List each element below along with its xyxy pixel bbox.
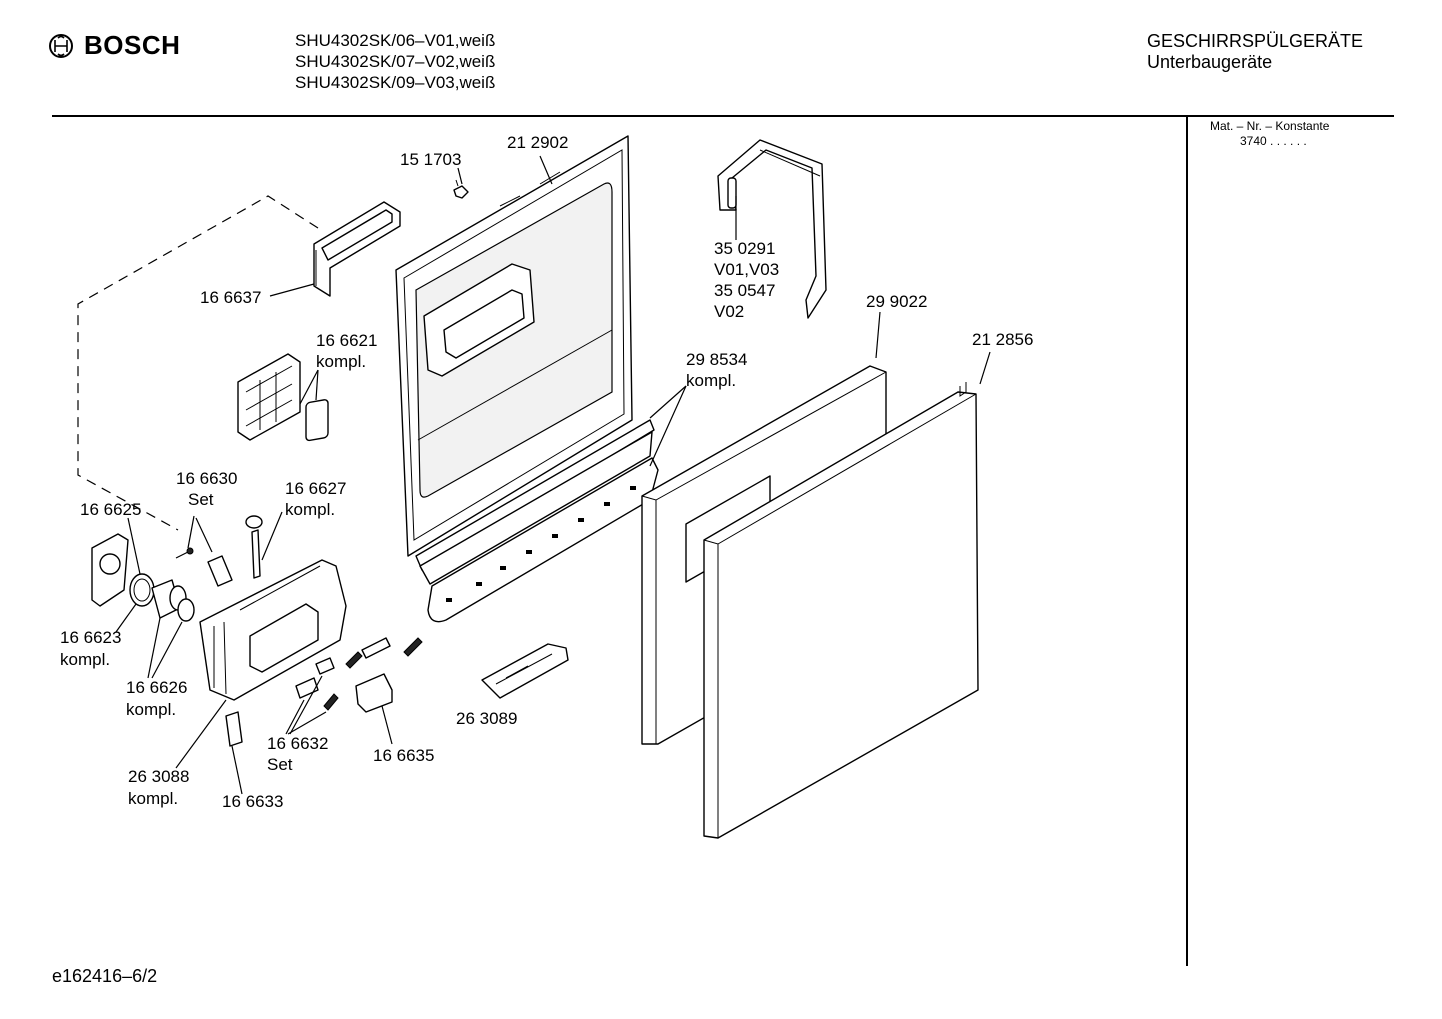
material-label: Mat. – Nr. – Konstante — [1210, 119, 1330, 133]
part-166637-frame — [313, 201, 401, 297]
label-166627-kompl: kompl. — [285, 500, 336, 519]
label-166627: 16 6627 — [285, 479, 347, 498]
label-166637: 16 6637 — [200, 288, 262, 307]
label-350547: 35 0547 — [714, 281, 776, 300]
category-block: GESCHIRRSPÜLGERÄTE Unterbaugeräte — [1147, 31, 1363, 73]
part-212902-inner-door — [395, 135, 633, 557]
label-263088: 26 3088 — [128, 767, 190, 786]
part-166627-actuator — [245, 515, 263, 579]
assembly-dashed-outline — [77, 195, 319, 531]
label-298534-kompl: kompl. — [686, 371, 737, 390]
label-299022: 29 9022 — [866, 292, 928, 311]
part-166630-set — [175, 547, 233, 587]
part-166633-clip — [225, 711, 243, 747]
label-166623-kompl: kompl. — [60, 650, 111, 669]
material-value: 3740 . . . . . . — [1240, 134, 1307, 148]
brand-logo: BOSCH — [48, 30, 180, 61]
category-subtitle: Unterbaugeräte — [1147, 52, 1273, 72]
label-166633: 16 6633 — [222, 792, 284, 811]
part-166625-housing — [91, 533, 129, 607]
label-166632-set: Set — [267, 755, 293, 774]
brand-name: BOSCH — [84, 30, 181, 60]
header-divider — [52, 115, 1394, 117]
label-166635: 16 6635 — [373, 746, 435, 765]
part-263088-dispenser — [199, 559, 347, 701]
part-263089-latch — [481, 643, 569, 699]
part-166632-set — [295, 637, 423, 711]
category-title: GESCHIRRSPÜLGERÄTE — [1147, 31, 1364, 51]
part-298534-handle — [415, 419, 659, 623]
label-166621-kompl: kompl. — [316, 352, 367, 371]
label-v01-v03: V01,V03 — [714, 260, 780, 279]
label-166625: 16 6625 — [80, 500, 142, 519]
label-166626: 16 6626 — [126, 678, 188, 697]
label-166623: 16 6623 — [60, 628, 122, 647]
part-166635-switch — [355, 673, 393, 713]
model-line: SHU4302SK/06–V01,weiß — [295, 31, 496, 50]
label-212856: 21 2856 — [972, 330, 1034, 349]
bosch-armature-icon — [49, 33, 73, 58]
part-212856-front — [703, 382, 979, 839]
part-166623-ring — [129, 573, 155, 607]
label-263089: 26 3089 — [456, 709, 518, 728]
model-line: SHU4302SK/07–V02,weiß — [295, 52, 496, 71]
part-151703-screw — [453, 179, 469, 199]
label-350291: 35 0291 — [714, 239, 776, 258]
label-166630: 16 6630 — [176, 469, 238, 488]
label-212902: 21 2902 — [507, 133, 569, 152]
part-166626-knob — [151, 579, 195, 622]
drawing-id: e162416–6/2 — [52, 966, 158, 986]
label-166630-set: Set — [188, 490, 214, 509]
side-divider — [1186, 116, 1188, 966]
label-166632: 16 6632 — [267, 734, 329, 753]
label-298534: 29 8534 — [686, 350, 748, 369]
model-list: SHU4302SK/06–V01,weiß SHU4302SK/07–V02,w… — [295, 30, 495, 93]
model-line: SHU4302SK/09–V03,weiß — [295, 73, 496, 92]
label-166626-kompl: kompl. — [126, 700, 177, 719]
material-info: Mat. – Nr. – Konstante 3740 . . . . . . — [1210, 119, 1329, 149]
label-v02: V02 — [714, 302, 745, 321]
label-263088-kompl: kompl. — [128, 789, 179, 808]
part-166621-insert — [237, 353, 329, 442]
leader-lines — [115, 155, 991, 795]
label-151703: 15 1703 — [400, 150, 462, 169]
label-166621: 16 6621 — [316, 331, 378, 350]
